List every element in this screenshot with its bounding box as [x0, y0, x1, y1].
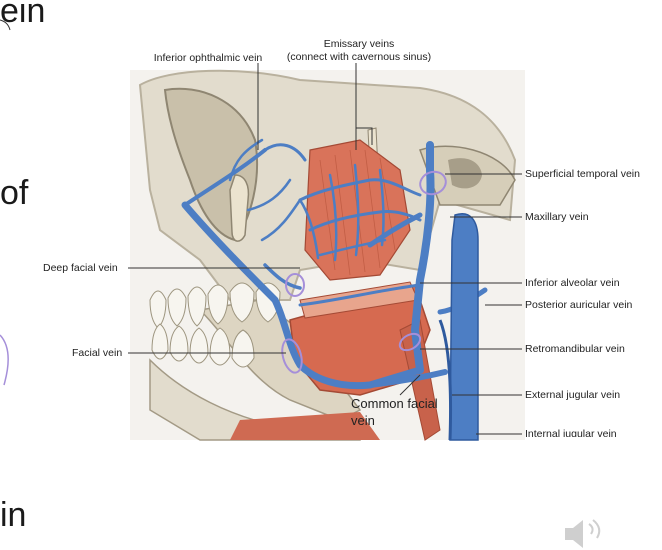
facial-vein-path — [181, 201, 424, 390]
label-maxillary-vein: Maxillary vein — [525, 211, 589, 223]
slide-text-fragment-bottom: in — [0, 496, 27, 534]
label-retromandibular-vein: Retromandibular vein — [525, 343, 625, 355]
label-inferior-ophthalmic-vein: Inferior ophthalmic vein — [153, 52, 263, 64]
label-external-jugular-vein: External jugular vein — [525, 389, 621, 401]
highlight-circle-retromandibular — [398, 332, 422, 352]
slide-text-fragment-top: ein — [0, 0, 46, 30]
highlight-circle-superficial-temporal — [419, 170, 447, 196]
inferior-alveolar-vein-path — [298, 283, 422, 307]
external-jugular-vein-path — [438, 319, 453, 441]
label-common-facial-vein-line1: Common facial — [351, 396, 438, 411]
left-edge-arc-top — [0, 19, 11, 31]
label-posterior-auricular-vein: Posterior auricular vein — [525, 299, 633, 311]
temporal-fossa — [448, 158, 482, 189]
lower-teeth — [151, 323, 255, 368]
zygomatic-bone — [229, 174, 250, 242]
common-facial-vein-path — [367, 369, 448, 388]
left-edge-arc-mid — [0, 334, 9, 386]
maxillary-vein-path — [367, 212, 423, 248]
superficial-temporal-vein-path — [411, 141, 435, 374]
highlight-circles — [281, 170, 447, 374]
vein-network — [181, 138, 488, 390]
label-inferior-alveolar-vein: Inferior alveolar vein — [525, 277, 620, 289]
label-facial-vein: Facial vein — [72, 347, 123, 359]
slide-text-fragment-mid: of — [0, 174, 29, 212]
highlight-circle-deep-facial — [285, 273, 305, 297]
highlight-circle-facial — [281, 338, 303, 374]
label-common-facial-vein-line2: vein — [351, 413, 375, 428]
label-superficial-temporal-vein: Superficial temporal vein — [525, 168, 640, 180]
neck-muscle — [230, 412, 380, 440]
leader-lines — [128, 63, 522, 435]
speaker-icon[interactable] — [565, 519, 601, 548]
label-internal-jugular-vein: Internal jugular vein — [525, 428, 617, 437]
label-deep-facial-vein: Deep facial vein — [43, 262, 118, 274]
label-emissary-veins: Emissary veins — [323, 38, 395, 50]
label-emissary-veins-sub: (connect with cavernous sinus) — [286, 51, 432, 63]
internal-jugular-vein-path — [449, 213, 479, 441]
